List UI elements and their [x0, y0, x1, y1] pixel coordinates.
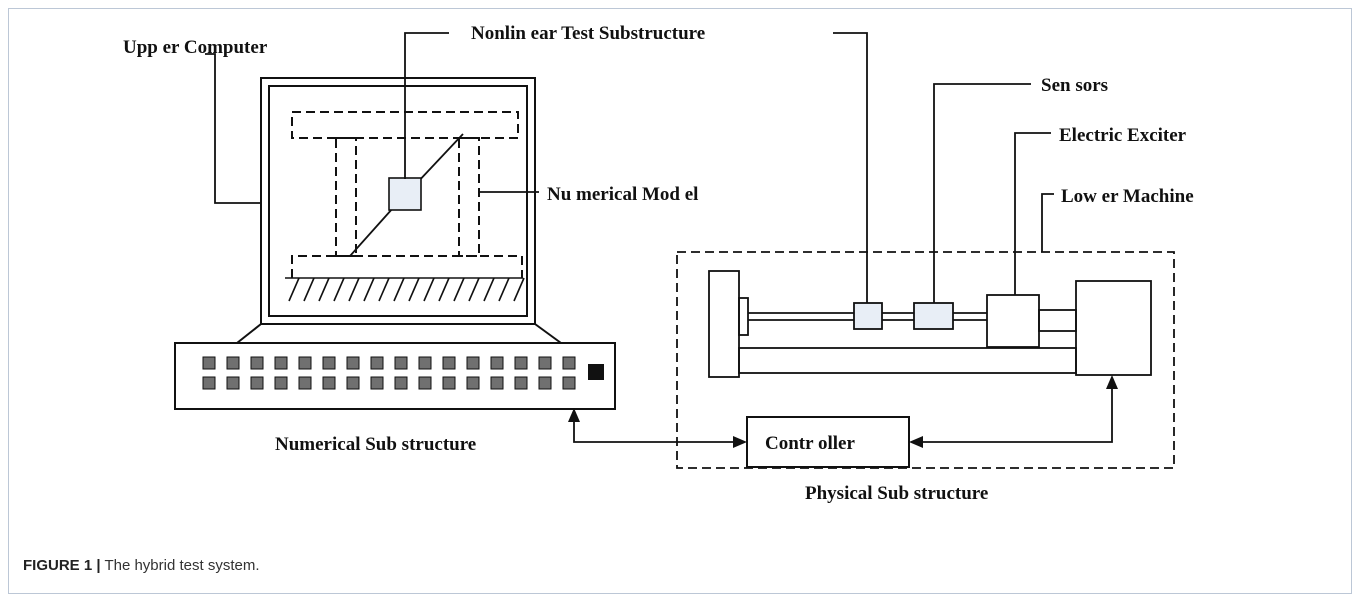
keyboard-key — [442, 356, 456, 370]
keyboard-key — [538, 356, 552, 370]
keyboard-key — [274, 376, 288, 390]
arrowhead-keyboard — [568, 408, 580, 422]
sensor-block — [913, 302, 954, 330]
keyboard-key — [562, 376, 576, 390]
model-base-slab — [291, 255, 523, 278]
lower-machine-block — [1075, 280, 1152, 376]
keyboard-key — [226, 376, 240, 390]
keyboard-key — [490, 356, 504, 370]
numerical-nonlinear-element — [388, 177, 422, 211]
physical-substructure-box — [676, 251, 1175, 469]
model-right-column — [458, 137, 480, 257]
leader-nonlinear-test — [833, 32, 868, 303]
keyboard-key — [202, 356, 216, 370]
leader-sensors — [933, 83, 1031, 303]
keyboard-key — [322, 356, 336, 370]
keyboard-power-key — [588, 364, 604, 380]
leader-upper-computer — [205, 53, 261, 204]
exciter-connector — [1038, 309, 1077, 332]
keyboard-key — [250, 356, 264, 370]
keyboard-key — [250, 376, 264, 390]
label-electric-exciter: Electric Exciter — [1059, 125, 1187, 146]
rig-left-support — [708, 270, 740, 378]
label-sensors: Sen sors — [1041, 75, 1108, 96]
link-numerical-to-controller — [573, 417, 740, 443]
keyboard-key — [514, 356, 528, 370]
arrowhead-controller-left — [733, 436, 747, 448]
keyboard-key — [346, 356, 360, 370]
keyboard-key — [346, 376, 360, 390]
monitor-screen — [268, 85, 528, 317]
hybrid-test-system-diagram: Upp er Computer Nonlin ear Test Substruc… — [123, 23, 1194, 504]
monitor-outer-frame — [260, 77, 536, 325]
keyboard-key — [322, 376, 336, 390]
label-lower-machine: Low er Machine — [1061, 186, 1194, 207]
arrowhead-lower-machine — [1106, 375, 1118, 389]
leader-electric-exciter — [1014, 132, 1051, 295]
keyboard-key — [298, 376, 312, 390]
leader-lower-machine — [1041, 193, 1054, 252]
keyboard-key — [298, 356, 312, 370]
arrowheads — [568, 375, 1118, 448]
arrowhead-controller-right — [909, 436, 923, 448]
monitor-stand-left — [236, 323, 262, 344]
link-controller-to-machine — [917, 383, 1113, 443]
keyboard-key — [202, 376, 216, 390]
model-brace-lower — [349, 207, 394, 257]
keyboard-key — [562, 356, 576, 370]
label-controller: Contr oller — [765, 433, 855, 454]
leader-lines — [205, 32, 1054, 303]
keyboard-keys — [202, 356, 576, 390]
ground-hatching — [285, 277, 525, 302]
keyboard-key — [418, 376, 432, 390]
keyboard-key — [514, 376, 528, 390]
keyboard-key — [466, 376, 480, 390]
keyboard — [174, 342, 616, 410]
figure-caption-text: The hybrid test system. — [104, 557, 260, 574]
label-numerical-model: Nu merical Mod el — [547, 184, 698, 205]
keyboard-key — [466, 356, 480, 370]
test-rig — [708, 270, 1152, 378]
keyboard-key — [538, 376, 552, 390]
label-physical-substructure: Physical Sub structure — [805, 483, 988, 504]
keyboard-key — [370, 356, 384, 370]
keyboard-key — [226, 356, 240, 370]
keyboard-body — [174, 342, 616, 410]
rig-base-rail — [738, 347, 1077, 374]
keyboard-key — [394, 376, 408, 390]
keyboard-key — [490, 376, 504, 390]
figure-id: FIGURE 1 | — [23, 557, 101, 574]
keyboard-key — [418, 356, 432, 370]
communication-links — [573, 383, 1113, 443]
keyboard-key — [274, 356, 288, 370]
label-upper-computer: Upp er Computer — [123, 37, 268, 58]
physical-nonlinear-specimen — [853, 302, 883, 330]
rig-clamp — [738, 297, 749, 336]
figure-caption: FIGURE 1 | The hybrid test system. — [23, 557, 260, 574]
keyboard-key — [394, 356, 408, 370]
keyboard-key — [442, 376, 456, 390]
model-left-column — [335, 137, 357, 257]
electric-exciter-block — [986, 294, 1040, 348]
figure-frame: Upp er Computer Nonlin ear Test Substruc… — [8, 8, 1352, 594]
label-numerical-substructure: Numerical Sub structure — [275, 434, 476, 455]
keyboard-key — [370, 376, 384, 390]
label-nonlinear-test-substructure: Nonlin ear Test Substructure — [471, 23, 705, 44]
monitor — [236, 77, 562, 344]
model-brace-upper — [414, 133, 464, 186]
monitor-stand-right — [534, 323, 562, 344]
leader-numerical-model — [404, 32, 449, 179]
